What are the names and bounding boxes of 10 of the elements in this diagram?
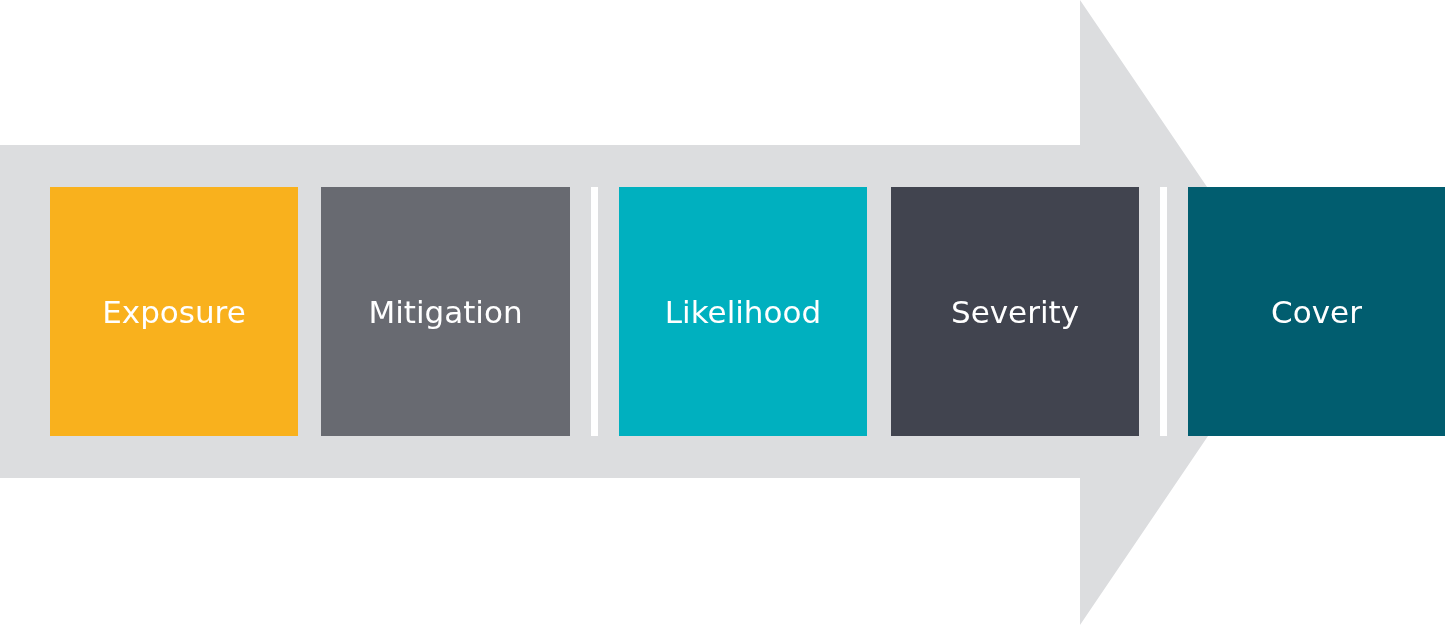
step-box <box>1188 187 1445 436</box>
step-box <box>50 187 298 436</box>
step-label: Severity <box>951 293 1079 330</box>
step-box <box>891 187 1139 436</box>
step-box <box>619 187 867 436</box>
step-label: Likelihood <box>664 293 822 330</box>
step-box <box>321 187 570 436</box>
step-label: Cover <box>1271 293 1362 330</box>
step-label: Mitigation <box>368 293 523 330</box>
step-label: Exposure <box>102 293 246 330</box>
